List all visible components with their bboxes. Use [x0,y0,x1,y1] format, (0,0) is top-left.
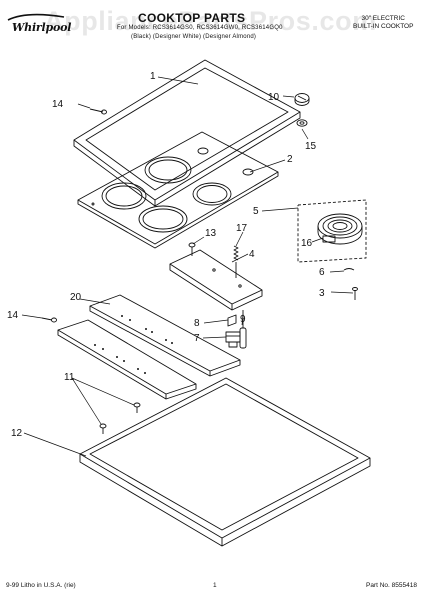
callout-13: 13 [205,228,217,239]
footer-part-number: Part No. 8555418 [366,582,417,589]
callout-5: 5 [253,206,259,217]
part-4-bracket [169,249,263,311]
callout-20: 20 [70,292,82,303]
part-10-knob [294,93,310,106]
part-9-sensor [239,310,247,349]
part-13-screw [188,242,196,256]
callout-17: 17 [236,223,248,234]
callout-14-top: 14 [52,99,64,110]
part-14-screw-top [89,108,107,115]
part-11-screw-left [99,423,107,434]
part-20-rail-lower [57,319,197,400]
callout-15: 15 [305,141,317,152]
part-17-spring [233,245,239,278]
footer-page-number: 1 [213,582,217,589]
part-16-surface-element [317,213,363,245]
part-5-element-box [297,199,367,263]
product-description: 30" ELECTRIC BUILT-IN COOKTOP [353,15,413,31]
description-line-1: 30" ELECTRIC [361,15,405,22]
callout-7: 7 [194,333,200,344]
brand-logo-swoosh-icon [7,13,65,21]
part-11-screw-right [133,402,141,413]
part-12-bottom-pan [79,377,371,547]
callout-10: 10 [268,92,280,103]
brand-logo: Whirlpool [12,21,72,34]
part-15-bezel [296,119,308,127]
callout-2: 2 [287,154,293,165]
callout-14-lower: 14 [7,310,19,321]
footer-litho: 9-99 Litho in U.S.A. (rie) [6,582,76,589]
callout-16: 16 [301,238,313,249]
part-6-clip [343,268,355,271]
description-line-2: BUILT-IN COOKTOP [353,23,414,30]
part-1-frame [73,59,301,207]
watermark-text: AppliancePartsPros.com [44,6,377,36]
part-8-clip [227,314,237,327]
part-2-glass-top [77,131,279,249]
callout-1: 1 [150,71,156,82]
callout-3: 3 [319,288,325,299]
callout-8: 8 [194,318,200,329]
part-14-screw-lower [41,317,57,323]
leader-lines [21,76,354,457]
model-list: For Models: RCS3614GS0, RCS3614GW0, RCS3… [117,25,283,31]
color-list: (Black) (Designer White) (Designer Almon… [131,34,257,40]
callout-6: 6 [319,267,325,278]
callout-4: 4 [249,249,255,260]
callout-9: 9 [240,314,246,325]
callout-11: 11 [64,372,75,383]
callout-12: 12 [11,428,23,439]
part-3-screw [352,287,358,300]
page-title: COOKTOP PARTS [138,11,246,25]
part-7-terminal-block [225,331,241,348]
part-20-rail-upper [89,294,241,377]
